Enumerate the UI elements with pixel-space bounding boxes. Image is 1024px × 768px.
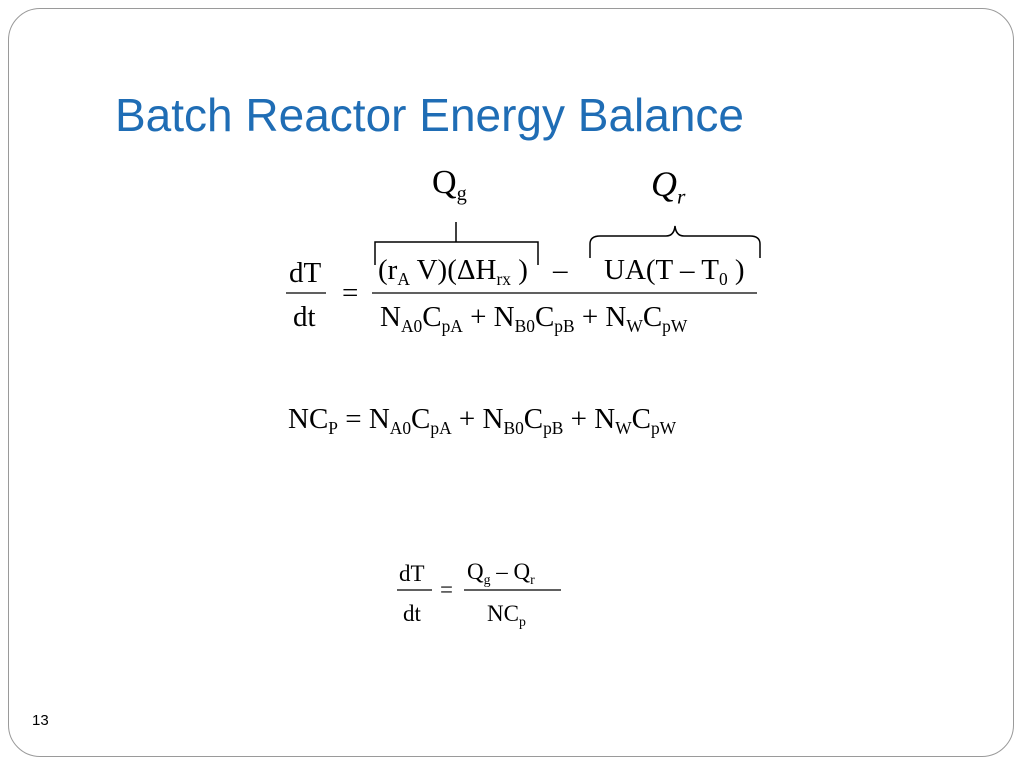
math-symbol: = N bbox=[337, 403, 390, 435]
math-symbol: (r bbox=[378, 254, 398, 286]
math-symbol: dt bbox=[403, 601, 421, 626]
math-symbol: C bbox=[631, 403, 651, 435]
math-symbol: V)(ΔH bbox=[409, 254, 497, 286]
math-subscript: rx bbox=[496, 269, 511, 290]
eq3-lhs-numerator: dT bbox=[399, 562, 425, 585]
math-symbol: C bbox=[534, 301, 555, 333]
math-symbol: C bbox=[642, 301, 663, 333]
math-symbol: + N bbox=[574, 301, 627, 333]
math-subscript: r bbox=[530, 571, 535, 587]
math-subscript: 0 bbox=[718, 269, 728, 290]
eq1-lhs-numerator: dT bbox=[289, 259, 321, 288]
math-symbol: + N bbox=[563, 403, 616, 435]
eq3-denominator: NCp bbox=[487, 602, 526, 629]
math-subscript: P bbox=[328, 418, 338, 439]
math-subscript: pA bbox=[441, 316, 463, 337]
math-subscript: W bbox=[615, 418, 632, 439]
math-subscript: p bbox=[518, 613, 526, 629]
qr-brace bbox=[589, 225, 761, 258]
math-symbol: C bbox=[422, 301, 442, 333]
math-subscript: g bbox=[483, 571, 491, 587]
eq1-minus: – bbox=[553, 254, 568, 286]
eq1-generation-term: (rA V)(ΔHrx ) bbox=[378, 256, 528, 288]
math-symbol: ) bbox=[510, 254, 528, 286]
eq1-equals: = bbox=[342, 277, 359, 309]
math-symbol: UA(T – T bbox=[604, 254, 719, 286]
math-symbol: ) bbox=[727, 254, 745, 286]
qg-label: Qg bbox=[432, 166, 467, 205]
math-subscript: B0 bbox=[514, 316, 535, 337]
qr-label: Qr bbox=[651, 166, 685, 208]
slide-title: Batch Reactor Energy Balance bbox=[115, 89, 745, 141]
math-symbol: dT bbox=[289, 257, 322, 289]
eq3-equals: = bbox=[440, 577, 453, 602]
math-subscript: A bbox=[397, 269, 410, 290]
math-symbol: C bbox=[411, 403, 431, 435]
eq1-removal-term: UA(T – T0 ) bbox=[604, 256, 745, 288]
math-symbol: + N bbox=[462, 301, 515, 333]
math-subscript: pB bbox=[543, 418, 564, 439]
math-subscript: A0 bbox=[400, 316, 423, 337]
eq3-lhs-denominator: dt bbox=[403, 602, 421, 625]
math-symbol: + N bbox=[451, 403, 504, 435]
slide-frame bbox=[8, 8, 1014, 757]
math-subscript: pW bbox=[650, 418, 677, 439]
math-symbol: C bbox=[523, 403, 544, 435]
math-subscript: g bbox=[456, 183, 467, 206]
eq2-heat-capacity: NCP = NA0CpA + NB0CpB + NWCpW bbox=[288, 405, 676, 437]
math-symbol: Q bbox=[432, 164, 457, 201]
math-subscript: pA bbox=[430, 418, 452, 439]
math-symbol: Q bbox=[467, 559, 484, 584]
math-subscript: pB bbox=[554, 316, 575, 337]
qg-bracket bbox=[374, 241, 539, 265]
eq1-denominator: NA0CpA + NB0CpB + NWCpW bbox=[380, 303, 687, 335]
math-subscript: pW bbox=[662, 316, 688, 337]
page-number: 13 bbox=[32, 712, 49, 729]
eq1-lhs-denominator: dt bbox=[293, 303, 316, 332]
math-subscript: A0 bbox=[389, 418, 412, 439]
math-subscript: r bbox=[677, 184, 686, 209]
math-symbol: dT bbox=[399, 561, 425, 586]
math-symbol: – Q bbox=[490, 559, 531, 584]
math-symbol: Q bbox=[651, 164, 677, 204]
eq3-numerator: Qg – Qr bbox=[467, 560, 535, 587]
math-symbol: NC bbox=[487, 601, 519, 626]
math-subscript: W bbox=[626, 316, 643, 337]
math-symbol: dt bbox=[293, 301, 316, 333]
math-symbol: NC bbox=[288, 403, 329, 435]
math-subscript: B0 bbox=[503, 418, 524, 439]
math-symbol: N bbox=[380, 301, 401, 333]
